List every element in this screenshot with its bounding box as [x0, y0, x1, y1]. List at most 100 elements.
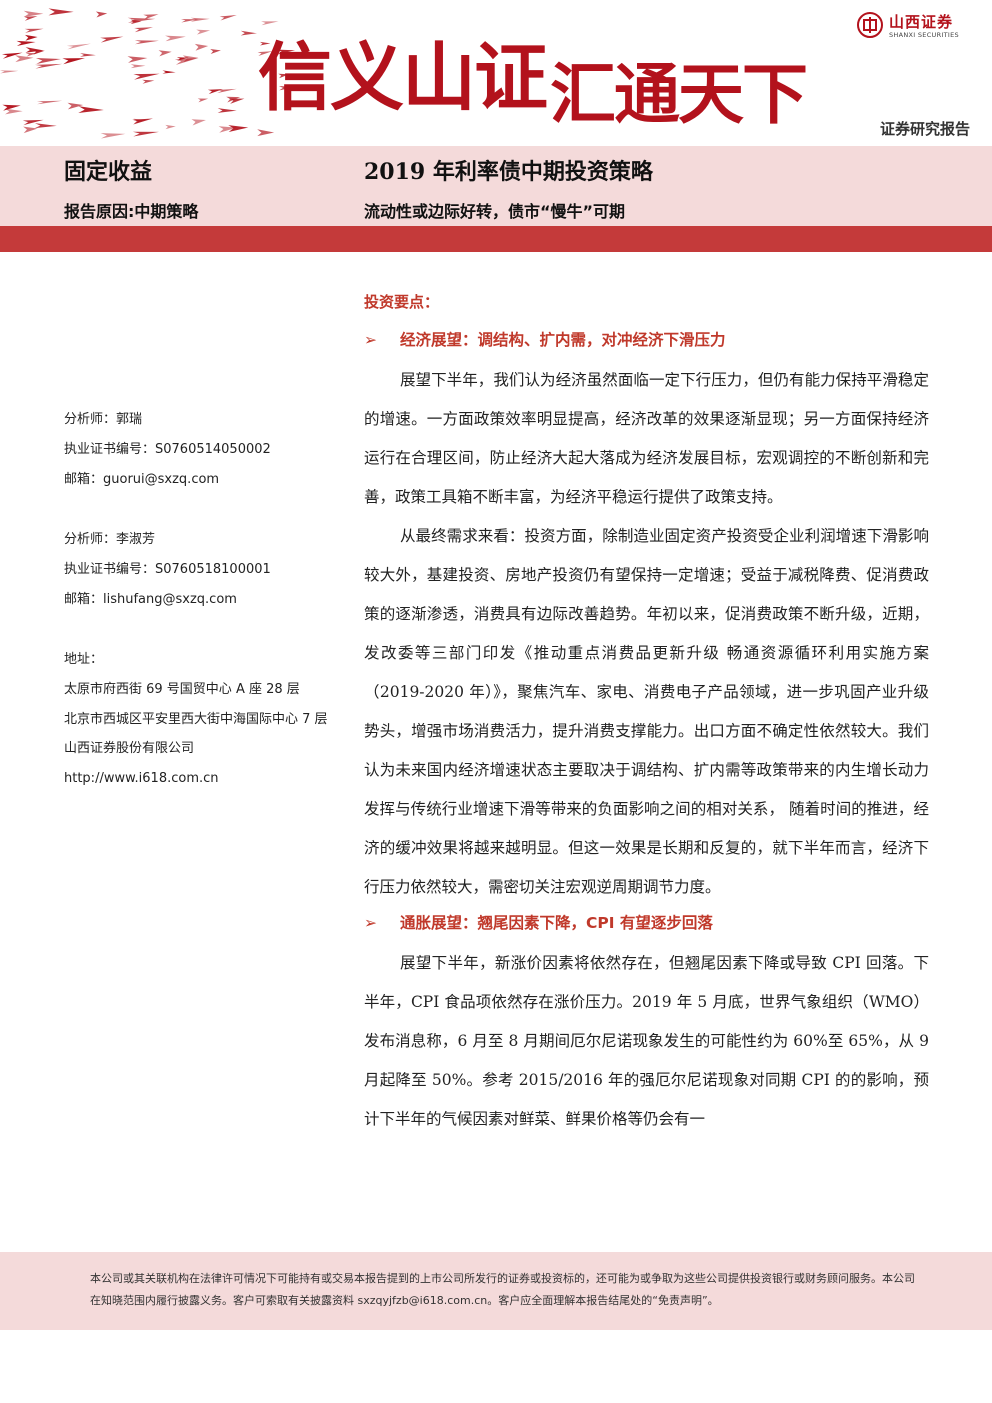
analyst2-email[interactable]: 邮箱：lishufang@sxzq.com: [64, 592, 237, 607]
report-body: 投资要点： ➢ 经济展望：调结构、扩内需，对冲经济下滑压力 展望下半年，我们认为…: [364, 292, 929, 1139]
flying-arrows-graphic: [0, 8, 296, 139]
arrow-shape: [143, 14, 159, 20]
logo-chinese: 山西证券: [889, 13, 954, 31]
company-logo: 山西证券 SHANXI SECURITIES: [857, 10, 977, 44]
arrow-shape: [278, 73, 290, 79]
analyst1-name: 分析师：郭瑞: [64, 412, 143, 427]
arrow-shape: [130, 64, 146, 69]
company-website-link[interactable]: http://www.i618.com.cn: [64, 770, 219, 786]
arrow-shape: [219, 14, 237, 21]
slogan-part1: 信义山证: [258, 35, 548, 121]
logo-mark-icon: [857, 12, 883, 38]
arrow-shape: [24, 16, 38, 21]
arrow-shape: [240, 30, 257, 36]
arrow-shape: [48, 8, 74, 16]
arrow-shape: [134, 40, 159, 45]
arrow-shape: [228, 125, 249, 133]
arrow-shape: [23, 10, 44, 18]
section-heading-text: 经济展望：调结构、扩内需，对冲经济下滑压力: [400, 331, 726, 349]
report-reason: 报告原因:中期策略: [64, 202, 199, 221]
arrow-shape: [2, 104, 21, 111]
body-paragraph: 从最终需求来看：投资方面，除制造业固定资产投资受企业利润增速下滑影响较大外，基建…: [364, 527, 929, 896]
arrow-shape: [257, 51, 273, 56]
arrow-shape: [278, 86, 296, 91]
report-type-label: 证券研究报告: [879, 120, 970, 138]
arrow-shape: [142, 79, 155, 84]
arrow-shape: [165, 124, 176, 130]
title-band-divider: [0, 226, 992, 252]
analyst2-cert: 执业证书编号：S0760518100001: [64, 562, 271, 577]
slogan: 信义山证汇通天下: [258, 18, 808, 133]
arrow-shape: [217, 108, 237, 113]
arrow-shape: [36, 100, 63, 105]
arrow-shape: [22, 119, 44, 126]
analyst-sidebar: 分析师：郭瑞 执业证书编号：S0760514050002 邮箱：guorui@s…: [64, 405, 334, 794]
arrow-bullet-icon: ➢: [364, 914, 377, 932]
arrow-shape: [261, 21, 279, 26]
arrow-shape: [197, 98, 209, 103]
disclaimer-footer: [0, 1252, 992, 1330]
arrow-shape: [15, 55, 34, 63]
arrow-shape: [277, 49, 296, 55]
arrow-shape: [182, 55, 199, 63]
arrow-shape: [25, 34, 38, 41]
arrow-shape: [95, 11, 108, 18]
arrow-shape: [133, 118, 146, 124]
arrow-shape: [210, 49, 221, 54]
disclaimer-text: 本公司或其关联机构在法律许可情况下可能持有或交易本报告提到的上市公司所发行的证券…: [90, 1272, 915, 1307]
report-title: 2019 年利率债中期投资策略: [364, 159, 653, 185]
arrow-shape: [35, 63, 63, 69]
arrow-shape: [176, 57, 189, 61]
arrow-shape: [127, 56, 148, 63]
body-paragraph: 展望下半年，新涨价因素将依然存在，但翘尾因素下降或导致 CPI 回落。下半年，C…: [364, 954, 929, 1128]
arrow-shape: [66, 43, 91, 50]
arrow-shape: [24, 28, 44, 33]
arrow-shape: [100, 36, 124, 43]
arrow-shape: [194, 43, 209, 51]
address-line: 山西证券股份有限公司: [64, 741, 195, 756]
arrow-shape: [181, 19, 199, 23]
arrow-shape: [259, 41, 271, 46]
arrow-shape: [100, 133, 126, 139]
title-band: [0, 146, 992, 226]
body-paragraph: 展望下半年，我们认为经济虽然面临一定下行压力，但仍有能力保持平滑稳定的增速。一方…: [364, 371, 929, 506]
arrow-shape: [80, 53, 96, 57]
arrow-shape: [133, 73, 160, 80]
section-heading: ➢ 经济展望：调结构、扩内需，对冲经济下滑压力: [364, 330, 929, 350]
arrow-shape: [25, 47, 44, 53]
arrow-shape: [62, 58, 85, 65]
arrow-shape: [216, 88, 237, 94]
arrow-shape: [218, 126, 237, 133]
arrow-shape: [134, 27, 153, 33]
arrow-shape: [2, 52, 23, 59]
address-label: 地址：: [64, 652, 104, 667]
arrow-shape: [226, 96, 241, 103]
section-heading: ➢ 通胀展望：翘尾因素下降，CPI 有望逐步回落: [364, 913, 929, 933]
slogan-part2: 汇通天下: [550, 55, 808, 133]
key-points-title: 投资要点：: [364, 293, 440, 311]
report-category: 固定收益: [64, 160, 153, 185]
arrow-shape: [165, 35, 186, 42]
address-line: 北京市西城区平安里西大街中海国际中心 7 层: [64, 711, 328, 727]
analyst1-cert: 执业证书编号：S0760514050002: [64, 442, 271, 457]
analyst2-name: 分析师：李淑芳: [64, 532, 156, 547]
arrow-shape: [35, 58, 61, 64]
arrow-shape: [196, 29, 211, 35]
analyst1-email[interactable]: 邮箱：guorui@sxzq.com: [64, 472, 220, 487]
logo-english: SHANXI SECURITIES: [889, 31, 959, 39]
arrow-shape: [191, 119, 206, 126]
arrow-bullet-icon: ➢: [364, 331, 377, 349]
arrow-shape: [23, 126, 38, 134]
arrow-shape: [190, 17, 210, 22]
arrow-shape: [162, 70, 176, 74]
section-heading-text: 通胀展望：翘尾因素下降，CPI 有望逐步回落: [400, 914, 713, 932]
report-header: 信义山证汇通天下 山西证券 SHANXI SECURITIES 证券研究报告: [0, 0, 992, 146]
arrow-shape: [78, 106, 104, 113]
address-line: 太原市府西街 69 号国贸中心 A 座 28 层: [64, 682, 300, 697]
arrow-shape: [32, 50, 45, 55]
arrow-shape: [0, 70, 19, 74]
arrow-shape: [67, 102, 84, 110]
arrow-shape: [127, 17, 156, 23]
arrow-shape: [34, 123, 57, 129]
arrow-shape: [132, 131, 159, 137]
